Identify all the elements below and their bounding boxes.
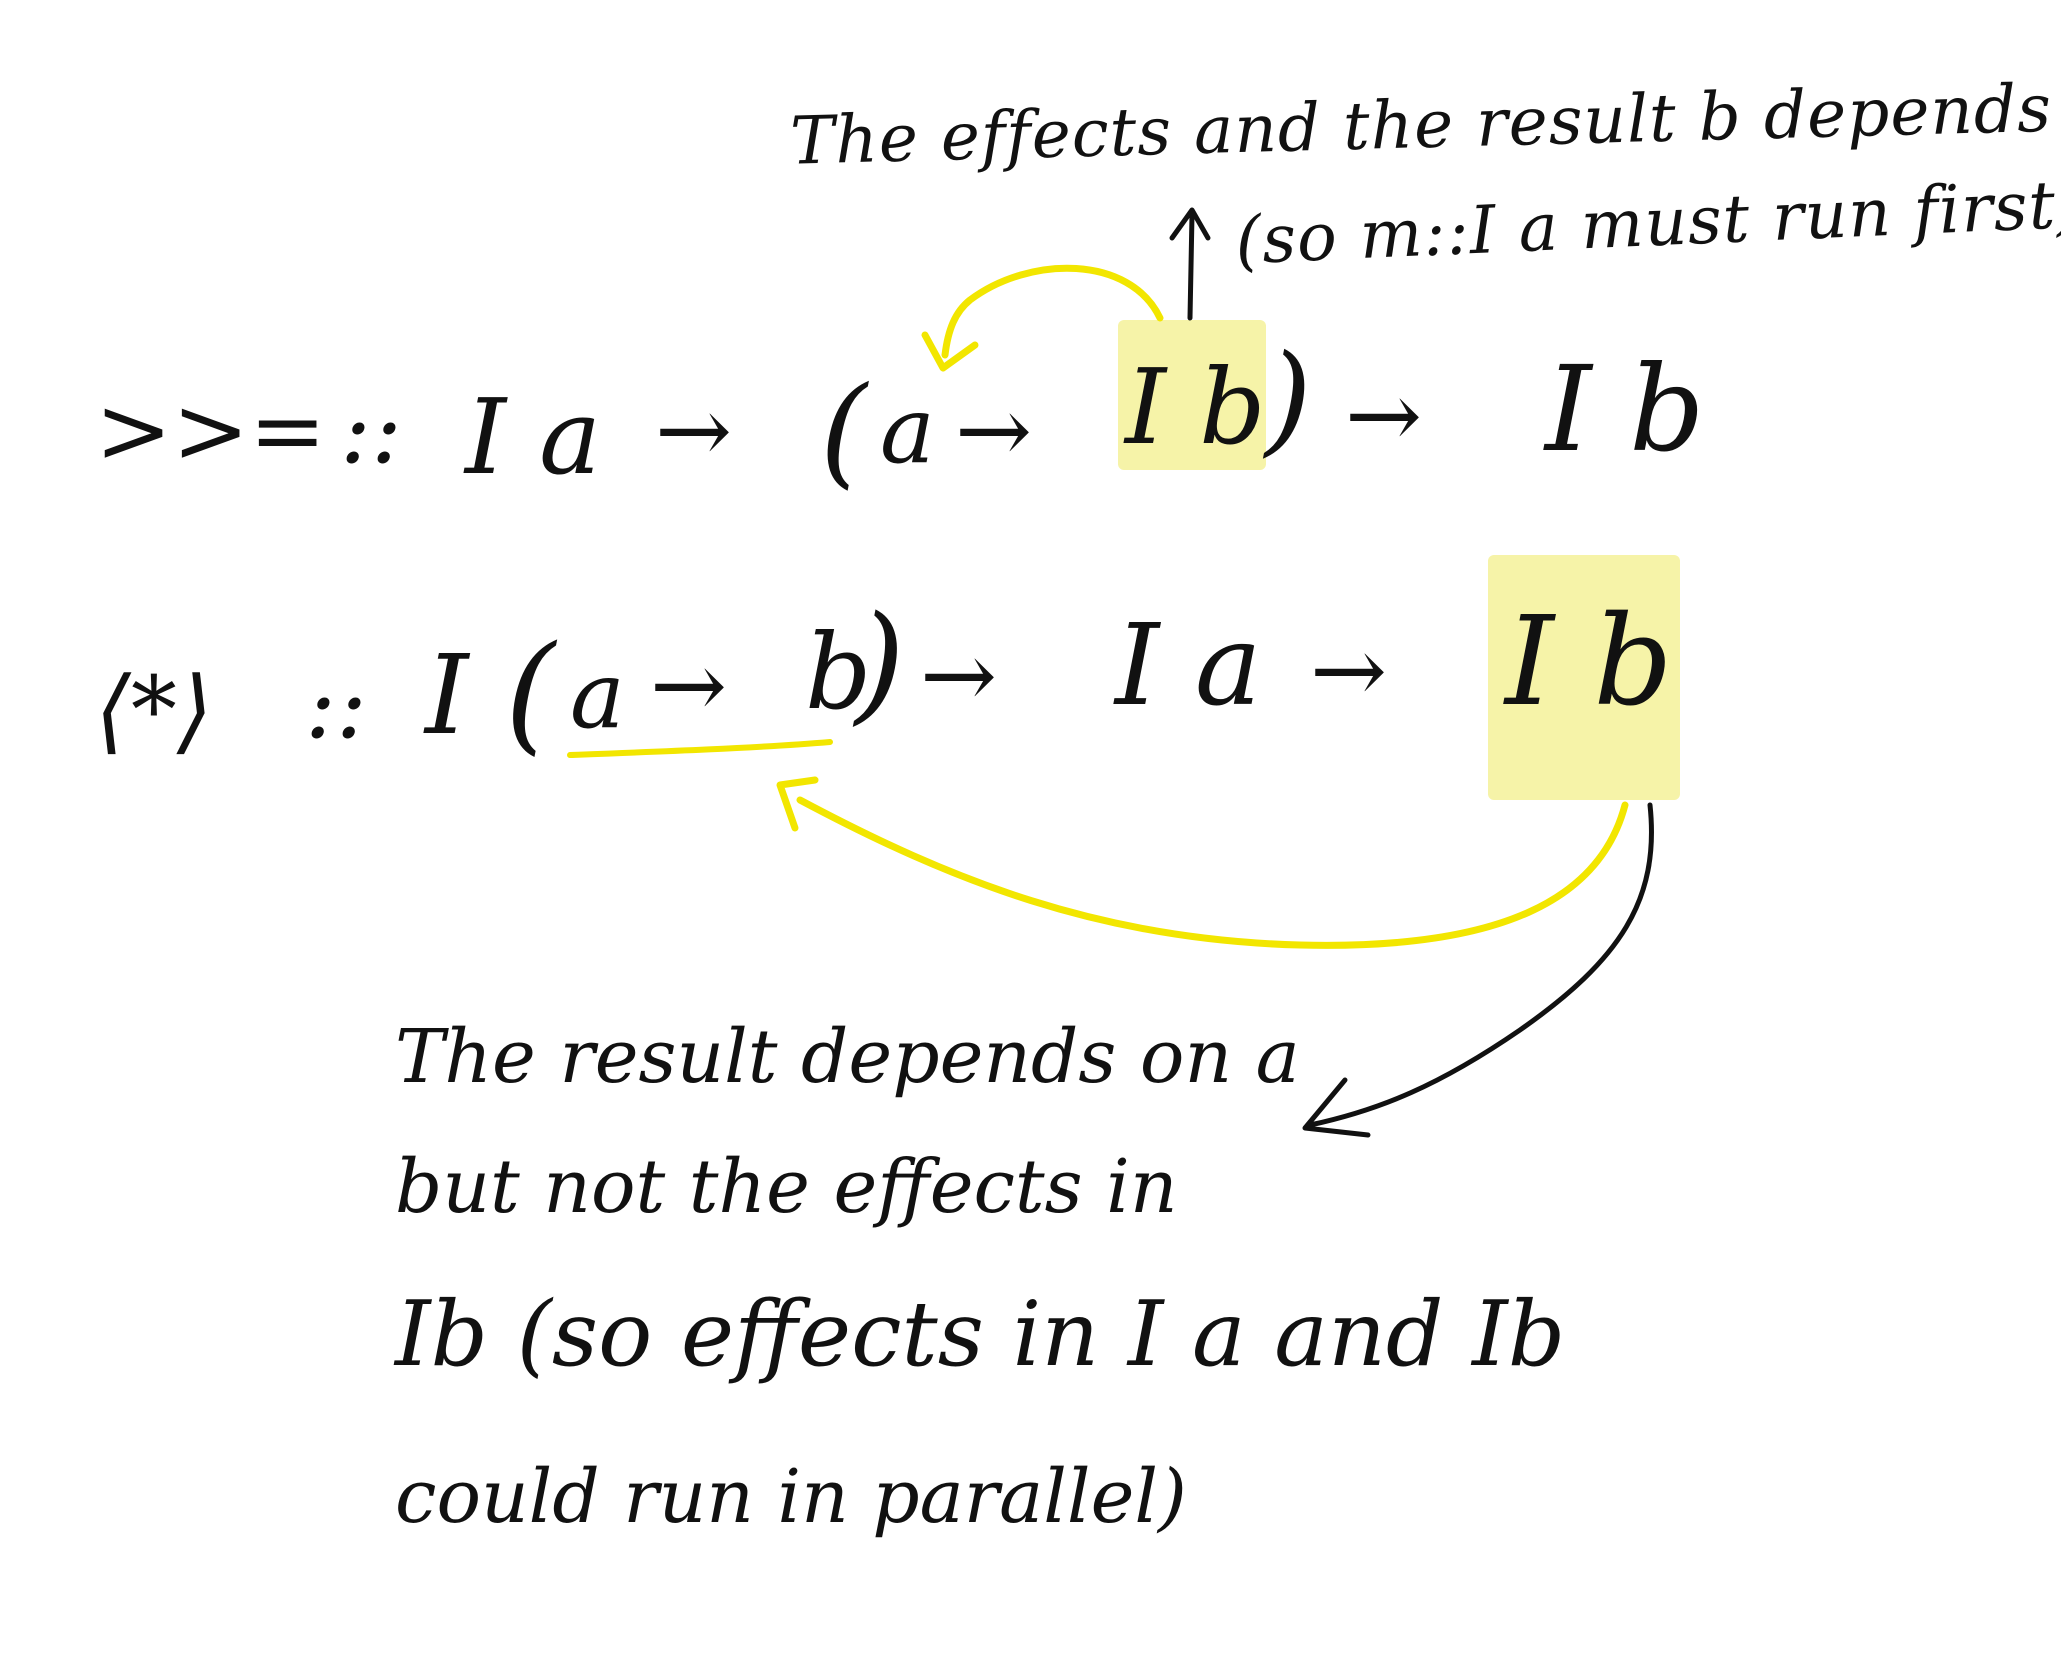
ap-yellow-underline [567,739,833,758]
bind-type-a: a [880,377,935,484]
bottom-annotation-line3: Ib (so effects in I a and Ib [395,1282,1566,1387]
ap-rparen: ) [855,589,905,738]
ap-arrow-3: → [1310,617,1388,724]
bottom-annotation-line1: The result depends on a [395,1014,1300,1100]
bottom-annotation-line4: could run in parallel) [395,1454,1187,1540]
ap-operator: ⟨*⟩ [95,657,213,764]
bind-yellow-curve [941,264,1164,359]
bind-type-ib-highlighted: I b [1125,346,1266,468]
bottom-black-arrowhead [1302,1077,1371,1138]
bottom-annotation-line2: but not the effects in [395,1144,1178,1230]
bind-type-ib: I b [1545,340,1705,478]
ap-yellow-arrowhead [776,776,819,832]
bind-yellow-arrowhead [921,331,979,372]
bind-arrow-3: → [1345,362,1423,469]
ap-arrow-1: → [650,632,728,739]
bottom-black-curve [1307,802,1654,1128]
ap-type-ib-highlighted: I b [1505,590,1673,734]
up-arrow-head [1169,207,1211,241]
up-arrow [1187,212,1195,321]
bind-arrow-2: → [955,377,1033,484]
ap-type-a: a [570,642,625,749]
ap-lparen: ( [505,619,555,768]
ap-arrow-2: → [920,622,998,729]
bind-rparen: ) [1265,330,1312,469]
ap-yellow-curve [796,796,1629,949]
ap-type-ia: I a [1115,601,1262,731]
ap-type-b: b [805,611,872,733]
bind-operator: >>= [95,377,327,484]
bind-result-highlight [1118,320,1266,470]
ap-type-i: I [425,631,469,759]
bind-arrow-1: → [655,377,733,484]
ap-result-highlight [1488,555,1680,800]
bind-type-ia: I a [465,376,602,498]
ap-colons: :: [305,652,367,759]
bind-lparen: ( [820,362,867,501]
bind-colons: :: [340,377,402,484]
